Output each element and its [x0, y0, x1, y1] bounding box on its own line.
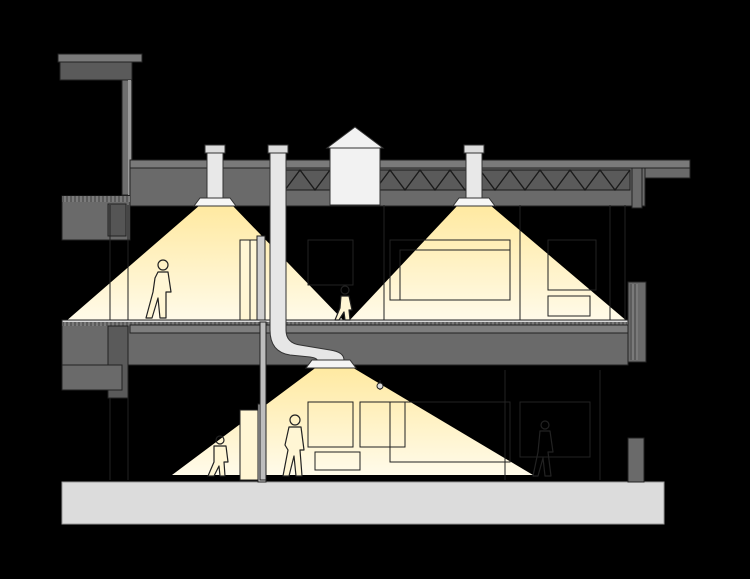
roof-vent-icon — [325, 126, 385, 206]
intermediate-floor — [61, 319, 629, 399]
upper-partition — [239, 235, 266, 323]
light-cone-upper-right — [348, 205, 628, 322]
upper-floor-interior — [109, 205, 626, 322]
ground-slab — [61, 481, 665, 525]
person-icon — [282, 414, 305, 477]
pendant-light-icon — [376, 382, 384, 390]
person-icon — [334, 285, 353, 321]
person-icon — [145, 259, 172, 319]
column — [259, 321, 267, 481]
skylight-duct — [267, 144, 357, 369]
person-icon — [532, 420, 554, 477]
lower-floor-interior — [109, 370, 601, 480]
left-canopy — [57, 53, 143, 196]
person-icon — [207, 435, 229, 477]
skylight-tube-icon — [193, 144, 237, 207]
skylight-tube-icon — [452, 144, 496, 207]
right-wall-lower — [627, 437, 645, 483]
roof-structure — [61, 159, 691, 241]
